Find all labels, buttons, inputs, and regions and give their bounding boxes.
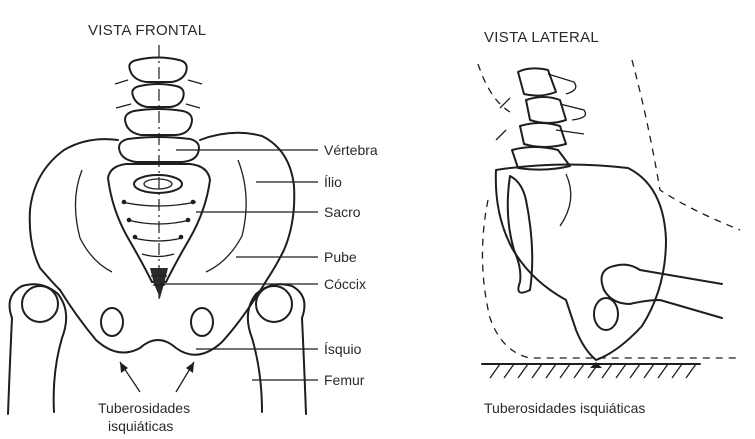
seat-surface (482, 362, 700, 378)
frontal-caption-line1: Tuberosidades (98, 400, 190, 416)
label-vertebra: Vértebra (324, 142, 378, 158)
lateral-view: VISTA LATERAL (478, 29, 740, 416)
lateral-caption: Tuberosidades isquiáticas (484, 400, 645, 416)
label-ilio: Ílio (324, 174, 342, 190)
lateral-femur (602, 265, 722, 318)
lateral-title: VISTA LATERAL (484, 29, 599, 46)
label-femur: Femur (324, 372, 365, 388)
lateral-vertebrae (496, 68, 586, 169)
leader-lines (120, 150, 318, 392)
frontal-view: VISTA FRONTAL (8, 22, 378, 434)
label-isquio: Ísquio (324, 341, 362, 357)
frontal-title: VISTA FRONTAL (88, 22, 206, 39)
body-outline (478, 60, 740, 230)
label-sacro: Sacro (324, 204, 361, 220)
frontal-caption-line2: isquiáticas (108, 418, 173, 434)
label-coccix: Cóccix (324, 276, 366, 292)
lateral-pelvis (496, 164, 666, 360)
label-pube: Pube (324, 249, 357, 265)
pelvic-ring (60, 278, 268, 355)
